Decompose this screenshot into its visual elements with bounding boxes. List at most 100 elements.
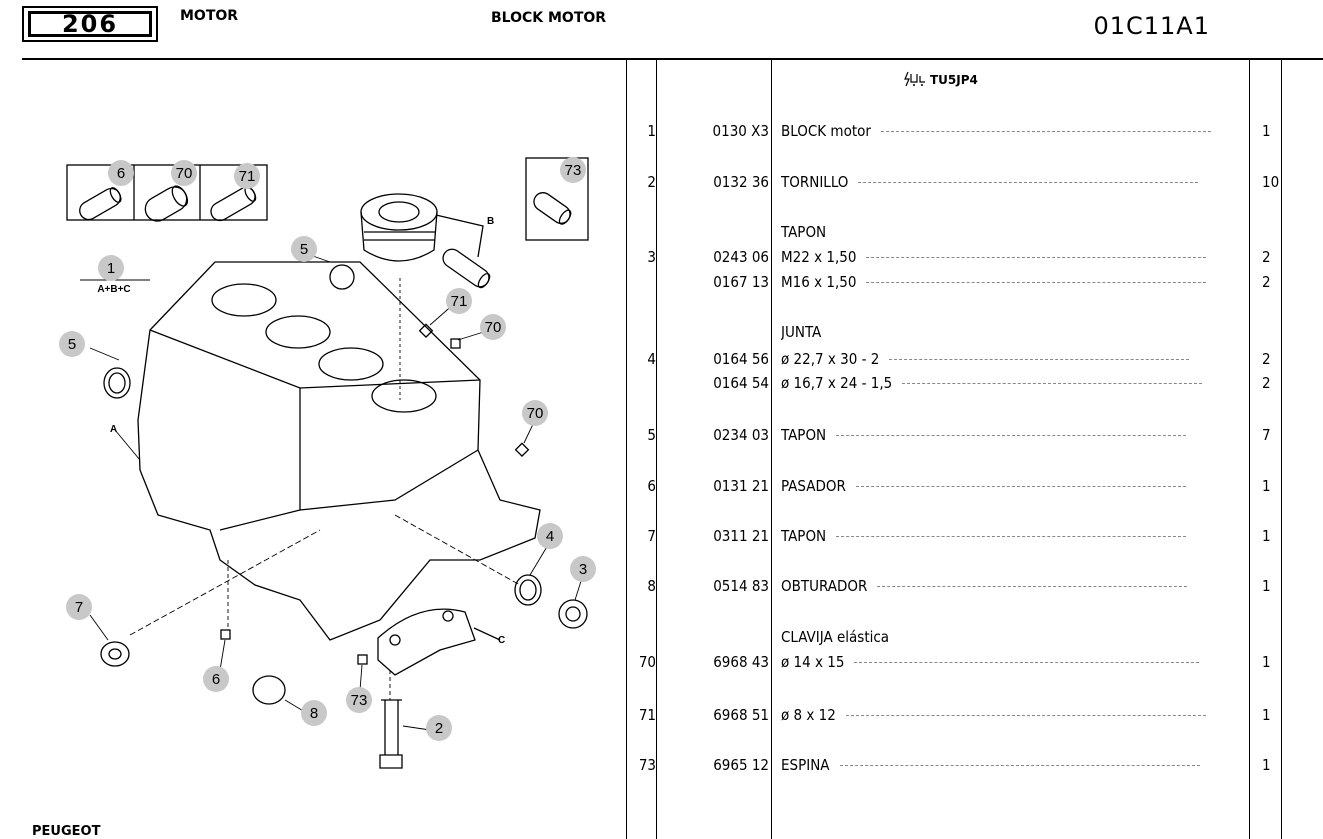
svg-text:5: 5 — [300, 241, 308, 258]
part-desc-text: TAPON — [781, 426, 827, 444]
part-qty: 2 — [1262, 350, 1271, 368]
part-desc: ESPINA — [781, 756, 1236, 774]
letter-a: A — [110, 424, 117, 435]
part-ref: 0243 06 — [713, 248, 769, 266]
part-qty: 2 — [1262, 248, 1271, 266]
part-qty: 1 — [1262, 577, 1271, 595]
callout-8: 8 — [301, 700, 327, 726]
pin-73-inset-box — [525, 157, 589, 241]
part-ref: 0164 56 — [713, 350, 769, 368]
item-number: 4 — [647, 350, 656, 368]
svg-text:4: 4 — [546, 528, 554, 545]
part-ref: 6968 51 — [713, 706, 769, 724]
callout-1: 1 — [98, 255, 124, 281]
part-ref: 0514 83 — [713, 577, 769, 595]
brand-footer: PEUGEOT — [32, 824, 101, 839]
part-desc: OBTURADOR — [781, 577, 1236, 595]
callout-2: 2 — [426, 715, 452, 741]
callout-71: 71 — [446, 288, 472, 314]
part-desc-text: ø 8 x 12 — [781, 706, 836, 724]
model-logo: 206 — [22, 6, 158, 42]
callout-70: 70 — [171, 160, 197, 186]
part-qty: 1 — [1262, 756, 1271, 774]
part-desc-text: ø 14 x 15 — [781, 653, 845, 671]
part-desc: M16 x 1,50 — [781, 273, 1236, 291]
svg-text:70: 70 — [176, 165, 193, 182]
part-desc: ø 14 x 15 — [781, 653, 1236, 671]
part-heading: CLAVIJA elástica — [781, 628, 890, 646]
svg-text:7: 7 — [75, 599, 83, 616]
item-number: 70 — [638, 653, 656, 671]
callout-3: 3 — [570, 556, 596, 582]
svg-text:6: 6 — [212, 671, 220, 688]
part-desc: M22 x 1,50 — [781, 248, 1236, 266]
callout-6: 6 — [203, 666, 229, 692]
part-qty: 1 — [1262, 706, 1271, 724]
part-desc: ø 8 x 12 — [781, 706, 1236, 724]
item-number: 3 — [647, 248, 656, 266]
part-ref: 0311 21 — [713, 527, 769, 545]
part-qty: 1 — [1262, 122, 1271, 140]
part-qty: 1 — [1262, 527, 1271, 545]
callout-5: 5 — [59, 331, 85, 357]
part-desc-text: M22 x 1,50 — [781, 248, 857, 266]
callout-73: 73 — [346, 687, 372, 713]
part-desc-text: M16 x 1,50 — [781, 273, 857, 291]
header-rule — [22, 58, 1323, 60]
pins-inset-box — [66, 164, 268, 221]
part-desc: TORNILLO — [781, 173, 1236, 191]
callout-70: 70 — [522, 400, 548, 426]
part-desc: PASADOR — [781, 477, 1236, 495]
svg-text:71: 71 — [239, 168, 256, 185]
part-qty: 10 — [1262, 173, 1280, 191]
item-number: 8 — [647, 577, 656, 595]
part-ref: 0130 X3 — [712, 122, 769, 140]
part-desc-text: ø 16,7 x 24 - 1,5 — [781, 374, 893, 392]
part-desc-text: BLOCK motor — [781, 122, 871, 140]
item-number: 73 — [638, 756, 656, 774]
page-title: BLOCK MOTOR — [491, 10, 607, 26]
item-number: 71 — [638, 706, 656, 724]
svg-text:71: 71 — [451, 293, 468, 310]
assembly-formula: A+B+C — [80, 279, 150, 295]
svg-text:70: 70 — [527, 405, 544, 422]
callout-73: 73 — [560, 157, 586, 183]
page-reference: 01C11A1 — [1093, 12, 1210, 40]
item-number: 2 — [647, 173, 656, 191]
part-heading: TAPON — [781, 223, 827, 241]
part-desc: ø 22,7 x 30 - 2 — [781, 350, 1236, 368]
svg-text:73: 73 — [565, 162, 582, 179]
part-desc: BLOCK motor — [781, 122, 1236, 140]
svg-text:1: 1 — [107, 260, 115, 277]
callout-70: 70 — [480, 314, 506, 340]
table-divider-ref — [771, 60, 772, 839]
model-logo-text: 206 — [28, 11, 152, 37]
callout-71: 71 — [234, 163, 260, 189]
part-ref: 6968 43 — [713, 653, 769, 671]
part-desc-text: TORNILLO — [781, 173, 849, 191]
svg-text:8: 8 — [310, 705, 318, 722]
part-ref: 0132 36 — [713, 173, 769, 191]
table-border-right — [1281, 60, 1282, 839]
table-divider-num — [656, 60, 657, 839]
part-desc: ø 16,7 x 24 - 1,5 — [781, 374, 1236, 392]
item-number: 5 — [647, 426, 656, 444]
section-label: MOTOR — [180, 8, 239, 24]
part-desc-text: ESPINA — [781, 756, 830, 774]
part-qty: 2 — [1262, 273, 1271, 291]
part-qty: 1 — [1262, 653, 1271, 671]
svg-text:70: 70 — [485, 319, 502, 336]
svg-text:5: 5 — [68, 336, 76, 353]
part-desc: TAPON — [781, 527, 1236, 545]
callout-6: 6 — [108, 160, 134, 186]
engine-icon — [903, 70, 927, 93]
part-desc: TAPON — [781, 426, 1236, 444]
part-desc-text: PASADOR — [781, 477, 846, 495]
svg-text:3: 3 — [579, 561, 587, 578]
part-ref: 0164 54 — [713, 374, 769, 392]
callout-5: 5 — [291, 236, 317, 262]
part-desc-text: TAPON — [781, 527, 827, 545]
part-qty: 7 — [1262, 426, 1271, 444]
callout-7: 7 — [66, 594, 92, 620]
